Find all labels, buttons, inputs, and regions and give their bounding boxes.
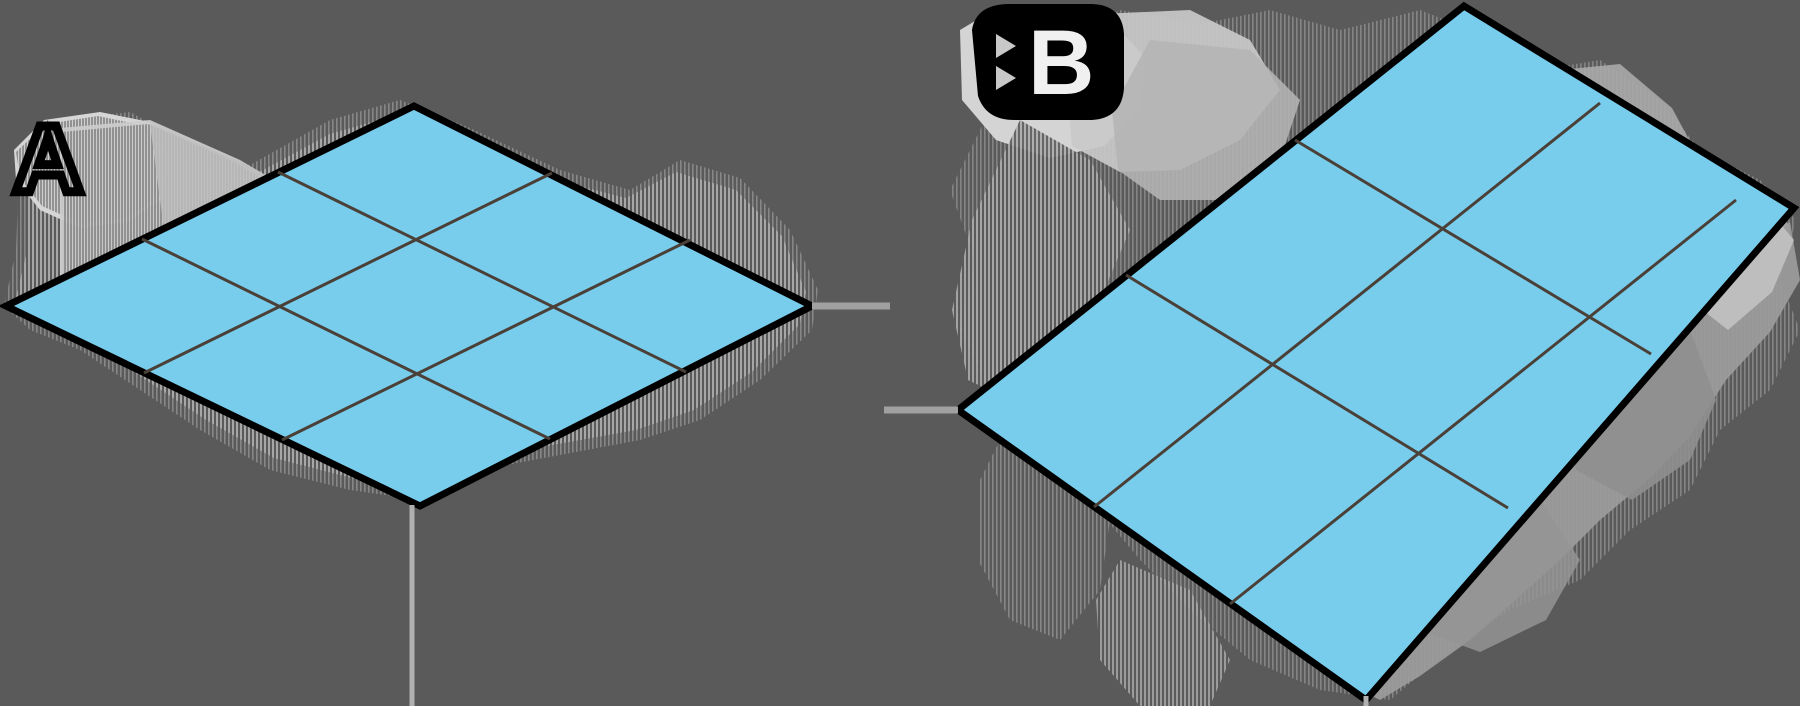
object-b-arrow-upper-icon [996, 34, 1016, 58]
object-b-arrow-lower-icon [996, 66, 1016, 90]
object-b-label-text: B [1028, 12, 1094, 114]
object-b-label-badge [972, 4, 1124, 120]
object-a-label-text: A [13, 106, 82, 213]
object-b-grid [1093, 101, 1737, 606]
object-b-label[interactable]: B [972, 4, 1124, 120]
object-a-label[interactable]: A [9, 102, 87, 218]
object-a-grid [141, 170, 691, 442]
